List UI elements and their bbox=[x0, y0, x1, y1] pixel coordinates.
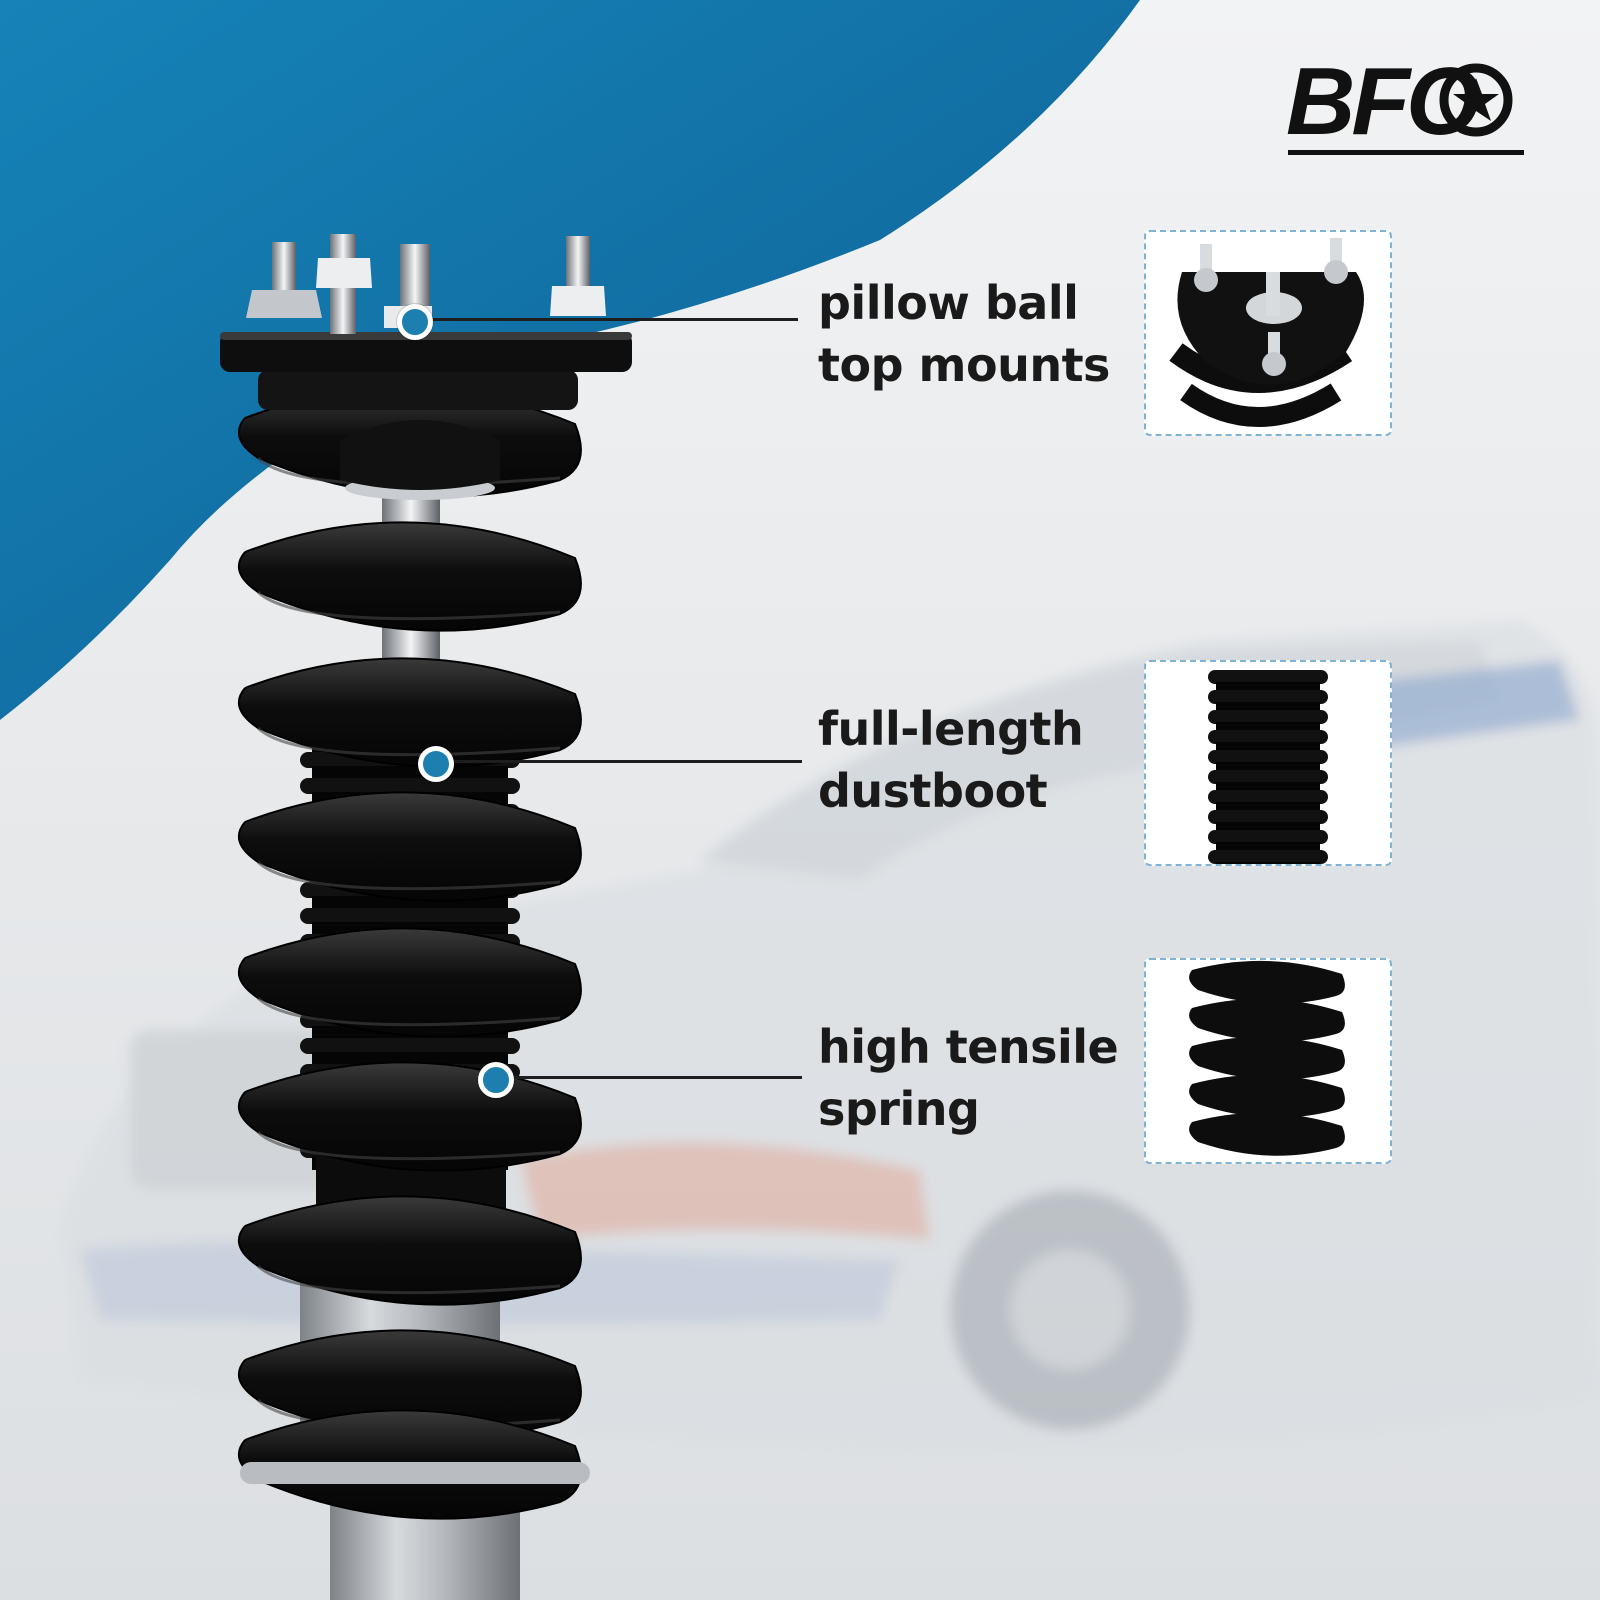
callout-dot-spring bbox=[478, 1062, 514, 1098]
feature-label-spring: high tensile spring bbox=[818, 1016, 1119, 1140]
feature-label-line: high tensile bbox=[818, 1020, 1119, 1074]
feature-label-dustboot: full-length dustboot bbox=[818, 698, 1084, 822]
top-mount bbox=[220, 234, 632, 500]
logo-underline bbox=[1288, 150, 1524, 155]
logo-text: BFO bbox=[1286, 52, 1480, 155]
top-mount-thumbnail bbox=[1144, 230, 1392, 436]
feature-label-line: top mounts bbox=[818, 338, 1110, 392]
callout-dot-top-mount bbox=[397, 304, 433, 340]
leader-line-top-mount bbox=[416, 318, 798, 321]
spring-thumbnail bbox=[1144, 958, 1392, 1164]
leader-line-spring bbox=[496, 1076, 802, 1079]
star-circle-icon bbox=[1439, 63, 1513, 137]
feature-label-line: full-length bbox=[818, 702, 1084, 756]
leader-line-dustboot bbox=[436, 760, 802, 763]
coil-spring bbox=[237, 387, 590, 1520]
dustboot-thumbnail bbox=[1144, 660, 1392, 866]
feature-label-line: dustboot bbox=[818, 764, 1048, 818]
feature-label-top-mount: pillow ball top mounts bbox=[818, 272, 1110, 396]
callout-dot-dustboot bbox=[418, 746, 454, 782]
feature-label-line: pillow ball bbox=[818, 276, 1079, 330]
blue-banner bbox=[0, 0, 1140, 720]
brand-logo: BFO bbox=[1280, 48, 1532, 162]
feature-label-line: spring bbox=[818, 1082, 980, 1136]
